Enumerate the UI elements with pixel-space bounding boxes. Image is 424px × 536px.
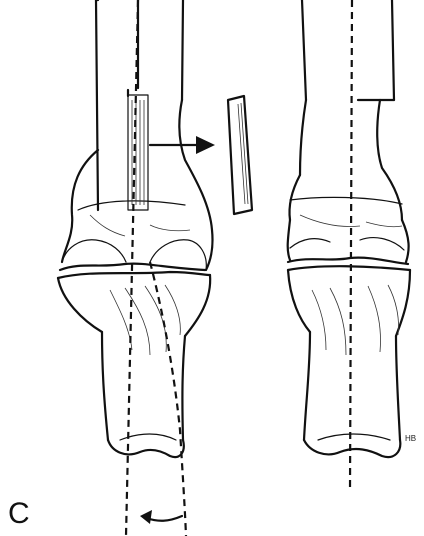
right-bone-figure [288,0,410,457]
artist-signature: HB [405,434,416,443]
panel-label: C [8,497,30,531]
left-axis-line-straight [126,0,138,536]
right-axis-line [350,0,352,490]
correction-arrow [140,510,182,524]
removed-wedge [228,96,252,214]
left-bone-figure [58,0,213,457]
